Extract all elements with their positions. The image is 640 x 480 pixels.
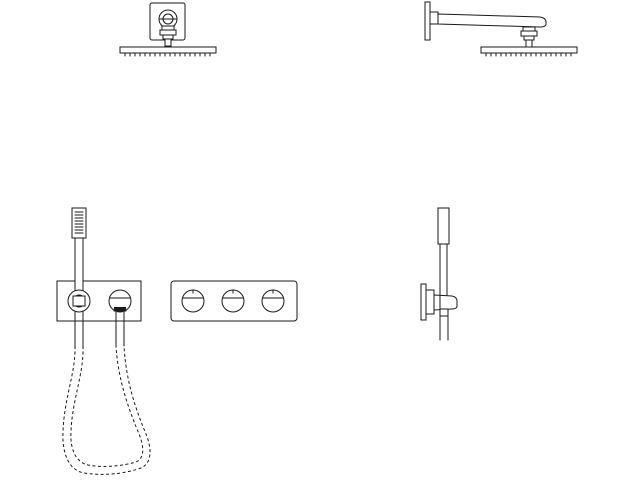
shower-holder: [67, 289, 91, 313]
flexible-hose: [62, 345, 151, 475]
hose-stub: [74, 311, 125, 347]
hand-shower-set-side-view: [420, 207, 458, 341]
control-knob[interactable]: [181, 289, 205, 313]
holder-body-side: [425, 289, 435, 315]
arm-joint: [520, 26, 538, 48]
control-knob[interactable]: [221, 289, 245, 313]
hose-connector-side: [439, 308, 449, 317]
hand-shower-handle-side: [439, 243, 448, 297]
overhead-shower-front-view: [119, 2, 217, 57]
control-knob[interactable]: [261, 289, 285, 313]
hand-shower-set-front-view: [56, 207, 151, 475]
hand-shower-head-side: [437, 207, 450, 245]
hose-outlet: [108, 289, 132, 313]
wall-plate-side: [420, 283, 427, 321]
hose-side: [439, 315, 449, 341]
shower-head-plate-side: [480, 46, 578, 54]
hand-shower-nozzles: [74, 211, 84, 234]
ball-joint: [158, 9, 178, 47]
wall-rosette: [429, 11, 439, 25]
thermostat-panel-front-view: [170, 280, 298, 322]
nozzle-row: [485, 52, 572, 57]
overhead-shower-side-view: [424, 1, 578, 57]
shower-head-plate: [119, 46, 217, 54]
nozzle-row: [124, 52, 211, 57]
holder-bracket-side: [433, 294, 458, 311]
wall-plate: [424, 1, 431, 41]
shower-arm: [437, 13, 547, 28]
